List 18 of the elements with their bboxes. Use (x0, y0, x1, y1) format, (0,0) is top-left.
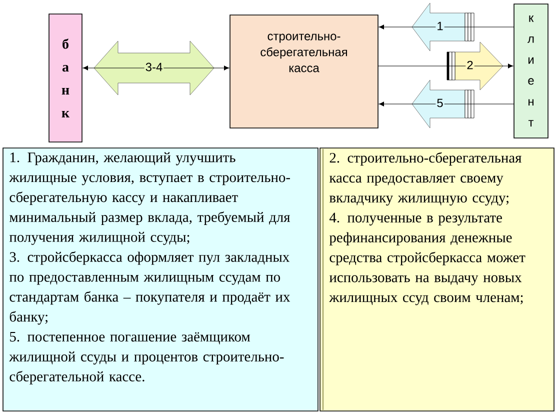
edge-label: 1 (438, 22, 443, 30)
text-panel (2, 148, 318, 412)
list-item: 5. постепенное погашение заёмщиком жилищной ссуды и процентов строительно-сберегательной кассе. (9, 332, 284, 384)
list-item: 4. полученные в результате рефинансирования денежные средства стройсберкасса может использовать на выдачу новых жилищных ссуд своим членам; (329, 212, 526, 306)
block-arrow (378, 42, 514, 90)
block-arrow (378, 80, 514, 128)
edge-label: 5 (437, 98, 443, 108)
edge-label: 3-4 (146, 62, 162, 72)
list-item: 2. строительно-сберегательная касса предоставляет своему вкладчику жилищную ссуду; (329, 152, 522, 206)
list-item: 1. Гражданин, желающий улучшить жилищные условия, вступает в строительно-сберегательную кассу и накапливает минимальный размер вклада, требуемый для получения жилищной ссуды; (9, 152, 290, 245)
list-item: 3. стройсберкасса оформляет пул закладных по предоставленным жилищным ссудам по стандартам банка – покупателя и продаёт их банку; (9, 251, 290, 325)
text-panel (320, 148, 554, 412)
fund-box: строительно-сберегательная касса (230, 14, 378, 128)
edge-label: 2 (467, 60, 473, 70)
client-box: клиент (514, 4, 548, 138)
bank-box: банк (48, 14, 82, 142)
block-arrow (378, 2, 514, 52)
block-arrow (82, 40, 230, 96)
